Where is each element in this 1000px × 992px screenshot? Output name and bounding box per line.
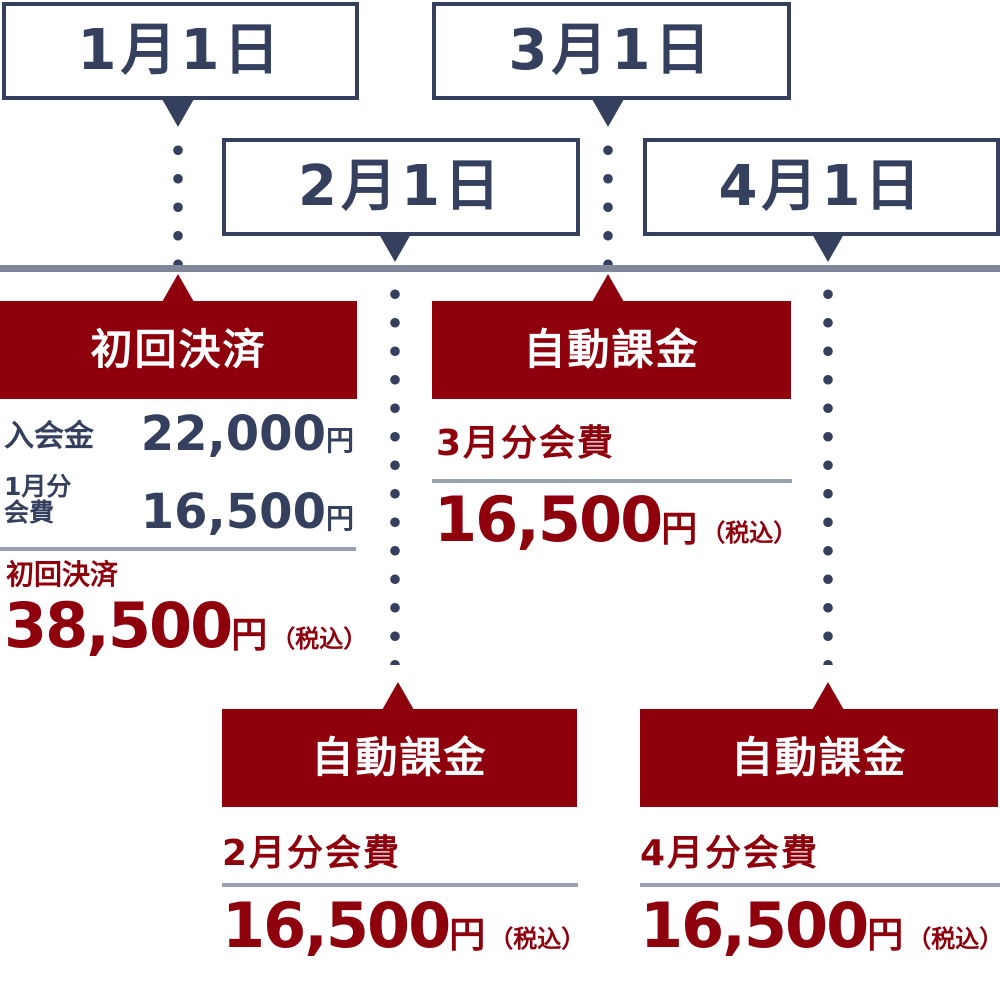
tax-note: （税込） [907, 925, 1000, 953]
dotted-connector [823, 280, 833, 665]
divider [0, 547, 356, 551]
divider [640, 883, 1000, 887]
yen-unit: 円 [449, 915, 486, 956]
timeline-axis [0, 265, 1000, 272]
divider [432, 479, 792, 483]
mar-price: 16,500円（税込） [434, 488, 797, 552]
apr-price: 16,500円（税込） [640, 894, 1000, 958]
feb-price: 16,500円（税込） [222, 894, 585, 958]
amount: 16,500 [140, 484, 326, 540]
tax-note: （税込） [701, 519, 798, 547]
yen-unit: 円 [661, 509, 698, 550]
label-line: 会費 [4, 498, 55, 527]
dotted-connector [390, 280, 400, 665]
amount: 16,500 [434, 483, 663, 556]
entry-fee-label: 入会金 [4, 419, 94, 454]
pointer-down-icon [162, 99, 194, 127]
jan-fee-label: 1月分会費 [4, 474, 71, 526]
jan-fee-amount: 16,500円 [141, 484, 354, 540]
yen-unit: 円 [867, 915, 904, 956]
amount: 38,500 [4, 589, 233, 662]
amount: 16,500 [640, 889, 869, 962]
initial-payment-header: 初回決済 [0, 301, 357, 399]
pointer-up-icon [382, 682, 414, 710]
entry-fee-amount: 22,000円 [141, 406, 354, 462]
date-label-feb: 2月1日 [222, 138, 580, 236]
initial-total-label: 初回決済 [6, 558, 119, 591]
yen-unit: 円 [231, 615, 268, 656]
yen-unit: 円 [325, 502, 354, 535]
pointer-down-icon [379, 234, 411, 262]
divider [222, 883, 578, 887]
feb-fee-label: 2月分会費 [222, 833, 402, 874]
amount: 16,500 [222, 889, 451, 962]
apr-fee-label: 4月分会費 [640, 833, 820, 874]
date-label-jan: 1月1日 [2, 2, 359, 100]
initial-total-price: 38,500円（税込） [4, 594, 367, 658]
date-label-apr: 4月1日 [643, 138, 1000, 236]
auto-charge-header-feb: 自動課金 [222, 709, 577, 807]
date-label-mar: 3月1日 [432, 2, 791, 100]
pointer-up-icon [162, 274, 194, 302]
dotted-connector [173, 136, 183, 266]
pointer-down-icon [812, 234, 844, 262]
auto-charge-header-mar: 自動課金 [432, 301, 791, 399]
yen-unit: 円 [325, 424, 354, 457]
tax-note: （税込） [271, 625, 368, 653]
mar-fee-label: 3月分会費 [436, 423, 616, 464]
dotted-connector [603, 136, 613, 266]
pointer-down-icon [592, 99, 624, 127]
tax-note: （税込） [489, 925, 586, 953]
auto-charge-header-apr: 自動課金 [640, 709, 998, 807]
label-line: 1月分 [4, 472, 72, 501]
pointer-up-icon [812, 682, 844, 710]
amount: 22,000 [140, 406, 326, 462]
pointer-up-icon [592, 274, 624, 302]
